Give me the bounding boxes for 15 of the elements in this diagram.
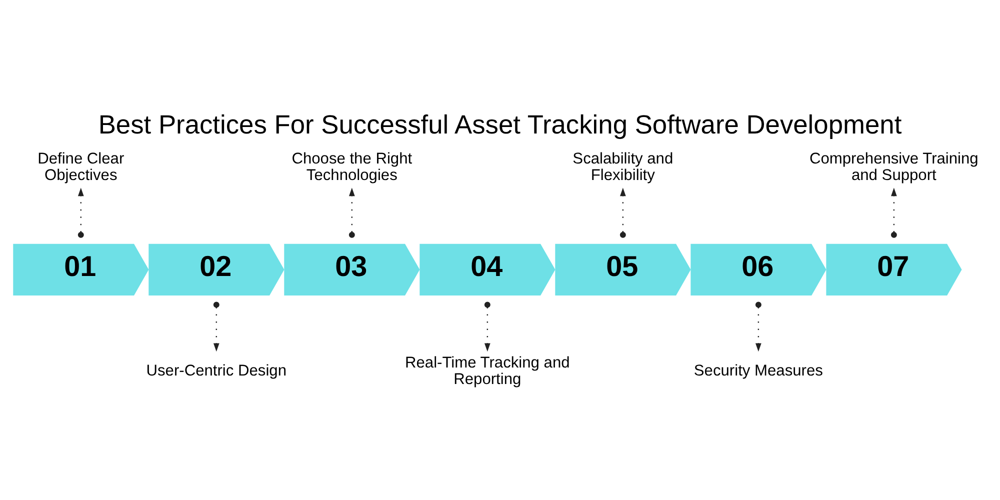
arrow — [348, 187, 355, 238]
node-text: Security Measures — [694, 362, 823, 380]
node-text: User-Centric Design — [146, 362, 287, 380]
node-text: Comprehensive Training and Support — [810, 150, 978, 184]
arrow — [620, 187, 626, 238]
node-text: Define Clear Objectives — [38, 150, 124, 184]
arrow — [755, 301, 762, 352]
arrow — [484, 301, 490, 352]
diagram-title: Best Practices For Successful Asset Tracking Software Development — [98, 109, 902, 140]
arrow — [213, 301, 220, 352]
node-text: Choose the Right Technologies — [292, 150, 412, 184]
node-text: Scalability and Flexibility — [572, 150, 674, 184]
node-text: Real-Time Tracking and Reporting — [405, 354, 570, 388]
arrow — [78, 187, 84, 238]
arrow — [890, 187, 897, 238]
